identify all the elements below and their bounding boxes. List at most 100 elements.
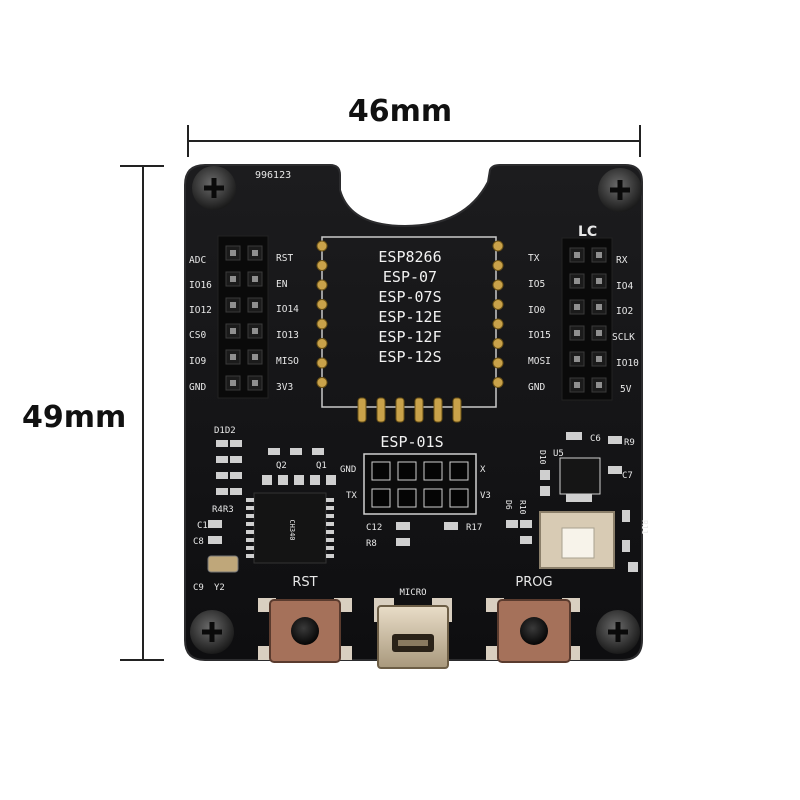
pin-label-miso: MISO <box>276 356 299 367</box>
ic-pin <box>326 554 334 558</box>
header-pin-tip <box>596 278 602 284</box>
module-name-1: ESP-07 <box>383 268 437 286</box>
pin-label-3v3: 3V3 <box>276 382 293 393</box>
ic-pin <box>246 546 254 550</box>
pogo-pin <box>316 357 328 369</box>
power-switch-knob[interactable] <box>561 527 595 559</box>
esp01-pin-gnd: GND <box>340 465 356 475</box>
pogo-pin <box>414 397 424 423</box>
pin-label-io10: IO10 <box>616 358 639 369</box>
lc-logo: LC <box>578 224 597 240</box>
ic-pin <box>246 522 254 526</box>
pogo-pin <box>395 397 405 423</box>
header-pin-tip <box>596 382 602 388</box>
ic-pin <box>326 522 334 526</box>
pogo-pin <box>376 397 386 423</box>
pogo-pin <box>316 260 328 271</box>
esp01-pin-x: X <box>480 465 486 475</box>
serial-number: 996123 <box>255 170 291 181</box>
screw-bottom-right <box>596 610 640 654</box>
pin-label-io2: IO2 <box>616 306 633 317</box>
label-d10: D10 <box>538 450 547 465</box>
ic-pin <box>326 538 334 542</box>
ic-pin <box>246 538 254 542</box>
label-d1d2: D1D2 <box>214 426 236 436</box>
width-dimension-tick-left <box>187 125 189 157</box>
pogo-pin <box>316 299 328 310</box>
pogo-pin <box>492 299 504 310</box>
ic-pin <box>246 554 254 558</box>
header-pin-tip <box>574 304 580 310</box>
left-pin-header <box>217 235 269 399</box>
ic-pin <box>246 498 254 502</box>
micro-usb-label: MICRO <box>399 588 426 598</box>
pogo-pin <box>492 357 504 369</box>
module-name-5: ESP-12S <box>378 348 441 366</box>
width-dimension-line <box>188 140 640 142</box>
left-header-pin-grid <box>225 245 263 391</box>
label-c6: C6 <box>590 434 601 444</box>
pogo-pin <box>316 240 328 252</box>
pin-label-io9: IO9 <box>189 356 206 367</box>
screw-top-right <box>598 168 642 212</box>
label-r10: R10 <box>518 500 527 515</box>
right-header-pin-grid <box>569 247 607 393</box>
smd-components <box>208 432 638 572</box>
header-pin-tip <box>574 252 580 258</box>
header-pin-tip <box>230 302 236 308</box>
prog-button-label: PROG <box>515 575 552 590</box>
header-pin-tip <box>230 328 236 334</box>
label-q1: Q1 <box>316 461 327 471</box>
label-r17: R17 <box>466 523 482 533</box>
header-pin-tip <box>230 250 236 256</box>
socket-hole <box>449 488 469 508</box>
label-r4r3: R4R3 <box>212 505 234 515</box>
module-name-0: ESP8266 <box>378 248 441 266</box>
pogo-pin <box>452 397 462 423</box>
width-dimension-tick-right <box>639 125 641 157</box>
socket-hole <box>371 461 391 481</box>
header-pin-tip <box>230 276 236 282</box>
header-pin-tip <box>574 330 580 336</box>
width-dimension-label: 46mm <box>347 94 453 129</box>
header-pin-tip <box>252 380 258 386</box>
ic-pin <box>326 546 334 550</box>
socket-hole <box>371 488 391 508</box>
crystal <box>207 555 239 573</box>
voltage-regulator <box>559 457 601 495</box>
pogo-pins-left <box>316 240 328 388</box>
pogo-pin <box>492 377 504 388</box>
prog-button[interactable] <box>486 598 580 663</box>
label-c9: C9 <box>193 583 204 593</box>
pin-label-en: EN <box>276 279 288 290</box>
module-name-4: ESP-12F <box>378 328 441 346</box>
socket-hole <box>423 488 443 508</box>
header-pin-tip <box>596 356 602 362</box>
socket-hole <box>423 461 443 481</box>
power-switch[interactable] <box>539 511 615 569</box>
pin-label-io15: IO15 <box>528 330 551 341</box>
header-pin-tip <box>252 328 258 334</box>
ic-pin <box>246 514 254 518</box>
pin-label-gnd-left: GND <box>189 382 206 393</box>
header-pin-tip <box>596 252 602 258</box>
label-c7: C7 <box>622 471 633 481</box>
header-pin-tip <box>252 250 258 256</box>
header-pin-tip <box>252 276 258 282</box>
rst-button[interactable] <box>258 598 352 663</box>
header-pin-tip <box>574 382 580 388</box>
header-pin-tip <box>574 278 580 284</box>
header-pin-tip <box>230 380 236 386</box>
pin-label-rx: RX <box>616 255 628 266</box>
pogo-pins-right <box>492 240 504 388</box>
pogo-pin <box>492 338 504 349</box>
pogo-pin <box>492 240 504 252</box>
micro-usb-port[interactable] <box>374 598 452 669</box>
label-q2: Q2 <box>276 461 287 471</box>
ic-pin <box>246 530 254 534</box>
pin-label-cs0: CS0 <box>189 330 206 341</box>
pin-label-sclk: SCLK <box>612 332 635 343</box>
header-pin-tip <box>574 356 580 362</box>
label-r8: R8 <box>366 539 377 549</box>
ic-pin <box>326 498 334 502</box>
